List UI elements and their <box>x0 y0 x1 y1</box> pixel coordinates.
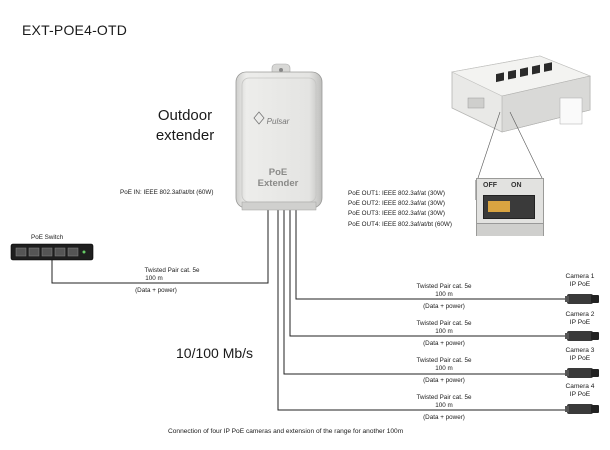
link-2-desc: (Data + power) <box>423 340 465 347</box>
caption: Connection of four IP PoE cameras and ex… <box>168 428 404 435</box>
extender-label: Outdoor extender <box>150 106 220 146</box>
link-2-type: Twisted Pair cat. 5e <box>416 320 472 327</box>
link-1-length: 100 m <box>435 291 453 298</box>
input-link-type: Twisted Pair cat. 5e <box>144 267 200 274</box>
output-cable-4 <box>277 210 566 411</box>
camera-3-icon <box>565 368 599 378</box>
switch-off-label: OFF <box>483 182 497 189</box>
camera-4-label: Camera 4 IP PoE <box>558 383 602 398</box>
link-4-desc: (Data + power) <box>423 414 465 421</box>
camera-3-name: Camera 3 <box>565 347 595 354</box>
output-cable-3 <box>283 210 566 375</box>
link-4-type: Twisted Pair cat. 5e <box>416 394 472 401</box>
link-3-length: 100 m <box>435 365 453 372</box>
speed-label: 10/100 Mb/s <box>176 345 254 361</box>
brand-logo: Pulsar <box>267 117 290 126</box>
poe-switch-device <box>10 243 94 261</box>
page-title: EXT-POE4-OTD <box>22 22 128 38</box>
camera-1-type: IP PoE <box>569 280 591 288</box>
power-switch-detail: OFF ON <box>476 178 544 236</box>
input-link-length: 100 m <box>145 275 163 282</box>
input-link-desc: (Data + power) <box>135 287 177 294</box>
switch-slot <box>483 195 535 219</box>
camera-1-name: Camera 1 <box>565 273 595 280</box>
link-4-length: 100 m <box>435 402 453 409</box>
camera-3-label: Camera 3 IP PoE <box>558 347 602 362</box>
input-cable <box>51 210 269 284</box>
extender-label-line1: Outdoor <box>157 107 213 124</box>
camera-4-type: IP PoE <box>569 390 591 398</box>
switch-lever <box>488 201 510 212</box>
switch-base <box>477 223 543 236</box>
poe-switch-label: PoE Switch <box>31 234 64 241</box>
poe-out-4-label: PoE OUT4: IEEE 802.3af/at/bt (60W) <box>348 221 452 228</box>
camera-1-label: Camera 1 IP PoE <box>558 273 602 288</box>
poe-in-label: PoE IN: IEEE 802.3af/at/bt (60W) <box>120 189 214 196</box>
device-text-1: PoE <box>269 167 287 178</box>
camera-2-label: Camera 2 IP PoE <box>558 311 602 326</box>
camera-4-icon <box>565 404 599 414</box>
camera-2-icon <box>565 331 599 341</box>
poe-out-1-label: PoE OUT1: IEEE 802.3af/at (30W) <box>348 190 445 197</box>
output-cable-2 <box>289 210 566 337</box>
link-1-desc: (Data + power) <box>423 303 465 310</box>
link-3-type: Twisted Pair cat. 5e <box>416 357 472 364</box>
link-2-length: 100 m <box>435 328 453 335</box>
port-detail-image <box>451 55 592 133</box>
poe-out-2-label: PoE OUT2: IEEE 802.3af/at (30W) <box>348 200 445 207</box>
link-3-desc: (Data + power) <box>423 377 465 384</box>
poe-out-3-label: PoE OUT3: IEEE 802.3af/at (30W) <box>348 210 445 217</box>
extender-device: Pulsar PoE Extender <box>235 63 323 211</box>
camera-4-name: Camera 4 <box>565 383 595 390</box>
camera-2-type: IP PoE <box>569 318 591 326</box>
camera-3-type: IP PoE <box>569 354 591 362</box>
device-text-2: Extender <box>258 178 299 189</box>
link-1-type: Twisted Pair cat. 5e <box>416 283 472 290</box>
extender-label-line2: extender <box>155 127 215 144</box>
output-cable-1 <box>295 210 566 300</box>
camera-2-name: Camera 2 <box>565 311 595 318</box>
zoom-lines <box>477 111 543 179</box>
camera-1-icon <box>565 294 599 304</box>
switch-on-label: ON <box>511 182 522 189</box>
